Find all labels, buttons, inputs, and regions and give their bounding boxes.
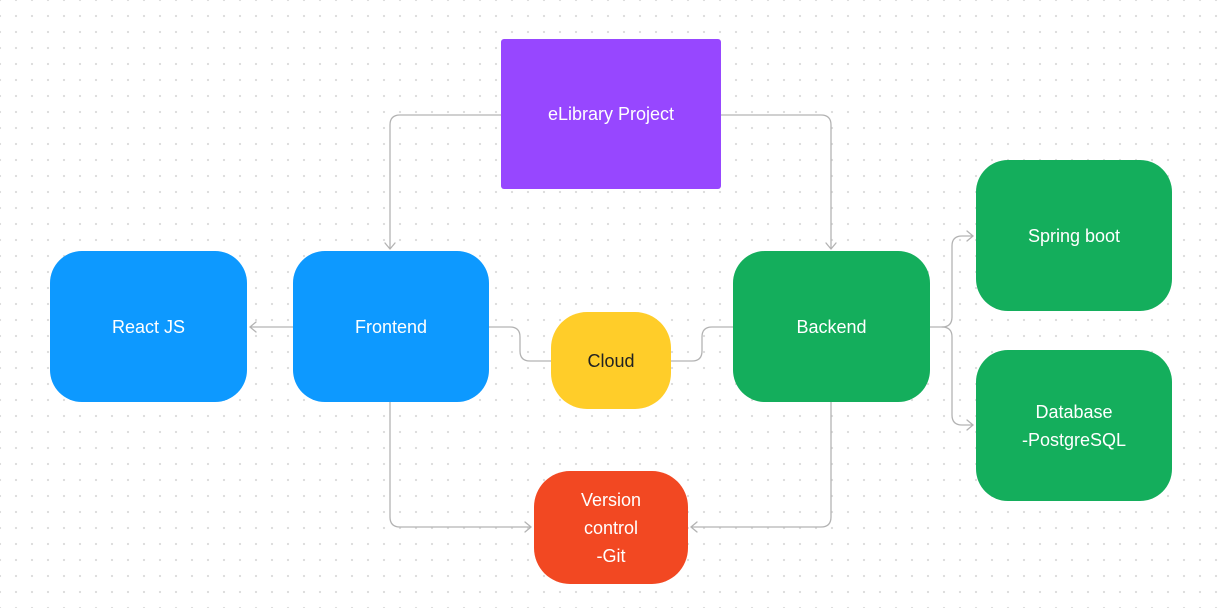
arrowhead-database <box>966 419 974 431</box>
node-label: Frontend <box>354 316 428 337</box>
edge-project-backend <box>720 114 832 249</box>
node-version-control-git[interactable]: Version control -Git <box>534 471 688 584</box>
node-label: Cloud <box>587 350 635 371</box>
node-label: Version control -Git <box>580 489 642 566</box>
node-frontend[interactable]: Frontend <box>293 251 489 402</box>
node-react-js[interactable]: React JS <box>50 251 247 402</box>
arrowhead-backend-top <box>825 242 837 250</box>
arrowhead-version-right <box>690 521 698 533</box>
node-cloud[interactable]: Cloud <box>551 312 671 409</box>
arrowhead-frontend-top <box>384 242 396 250</box>
node-backend[interactable]: Backend <box>733 251 930 402</box>
node-label: React JS <box>111 316 186 337</box>
edge-backend-database <box>941 326 974 426</box>
arrowhead-version-left <box>524 521 532 533</box>
node-label: Database -PostgreSQL <box>1021 401 1127 450</box>
edge-backend-version <box>690 401 832 528</box>
node-database-postgresql[interactable]: Database -PostgreSQL <box>976 350 1172 501</box>
node-spring-boot[interactable]: Spring boot <box>976 160 1172 311</box>
edge-frontend-cloud <box>488 326 552 362</box>
node-elibrary-project[interactable]: eLibrary Project <box>501 39 721 189</box>
node-label: eLibrary Project <box>547 104 675 124</box>
node-label: Spring boot <box>1027 225 1121 246</box>
edge-backend-cloud <box>670 326 734 362</box>
arrowhead-react <box>249 321 257 333</box>
edge-backend-spring <box>929 235 974 328</box>
node-label: Backend <box>796 316 867 337</box>
edge-project-frontend <box>389 114 502 249</box>
edge-frontend-version <box>389 401 532 528</box>
arrowhead-spring <box>966 230 974 242</box>
